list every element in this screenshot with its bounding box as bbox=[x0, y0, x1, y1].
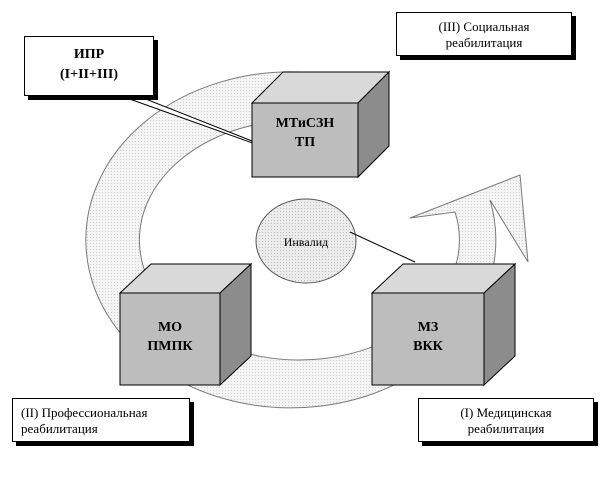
center-label: Инвалид bbox=[284, 235, 329, 249]
center-pointer-line bbox=[349, 231, 416, 263]
note-social-line1: (III) Социальная bbox=[438, 19, 530, 34]
cube-right: МЗ ВКК bbox=[370, 262, 517, 387]
note-prof-line1: (II) Профессиональная bbox=[21, 405, 148, 420]
note-professional-rehabilitation: (II) Профессиональная реабилитация bbox=[12, 398, 190, 442]
note-prof-line2: реабилитация bbox=[21, 421, 98, 436]
ipr-line1: ИПР bbox=[73, 47, 105, 62]
left-box-line2: ПМПК bbox=[147, 339, 193, 354]
right-box-line2: ВКК bbox=[413, 339, 443, 354]
note-social-line2: реабилитация bbox=[445, 35, 523, 50]
right-box-line1: МЗ bbox=[418, 320, 439, 335]
note-med-line2: реабилитация bbox=[467, 421, 545, 436]
note-medical-rehabilitation: (I) Медицинская реабилитация bbox=[418, 398, 594, 442]
ipr-line2: (I+II+III) bbox=[60, 67, 118, 82]
top-box-line1: МТиСЗН bbox=[276, 116, 335, 131]
ipr-callout-box: ИПР (I+II+III) bbox=[24, 36, 154, 96]
cube-left: МО ПМПК bbox=[118, 262, 253, 387]
note-social-rehabilitation: (III) Социальная реабилитация bbox=[396, 12, 572, 56]
top-box-line2: ТП bbox=[295, 135, 315, 150]
note-med-line1: (I) Медицинская bbox=[460, 405, 552, 420]
cube-top: МТиСЗН ТП bbox=[250, 70, 391, 179]
center-circle bbox=[255, 198, 357, 284]
left-box-line1: МО bbox=[158, 320, 182, 335]
